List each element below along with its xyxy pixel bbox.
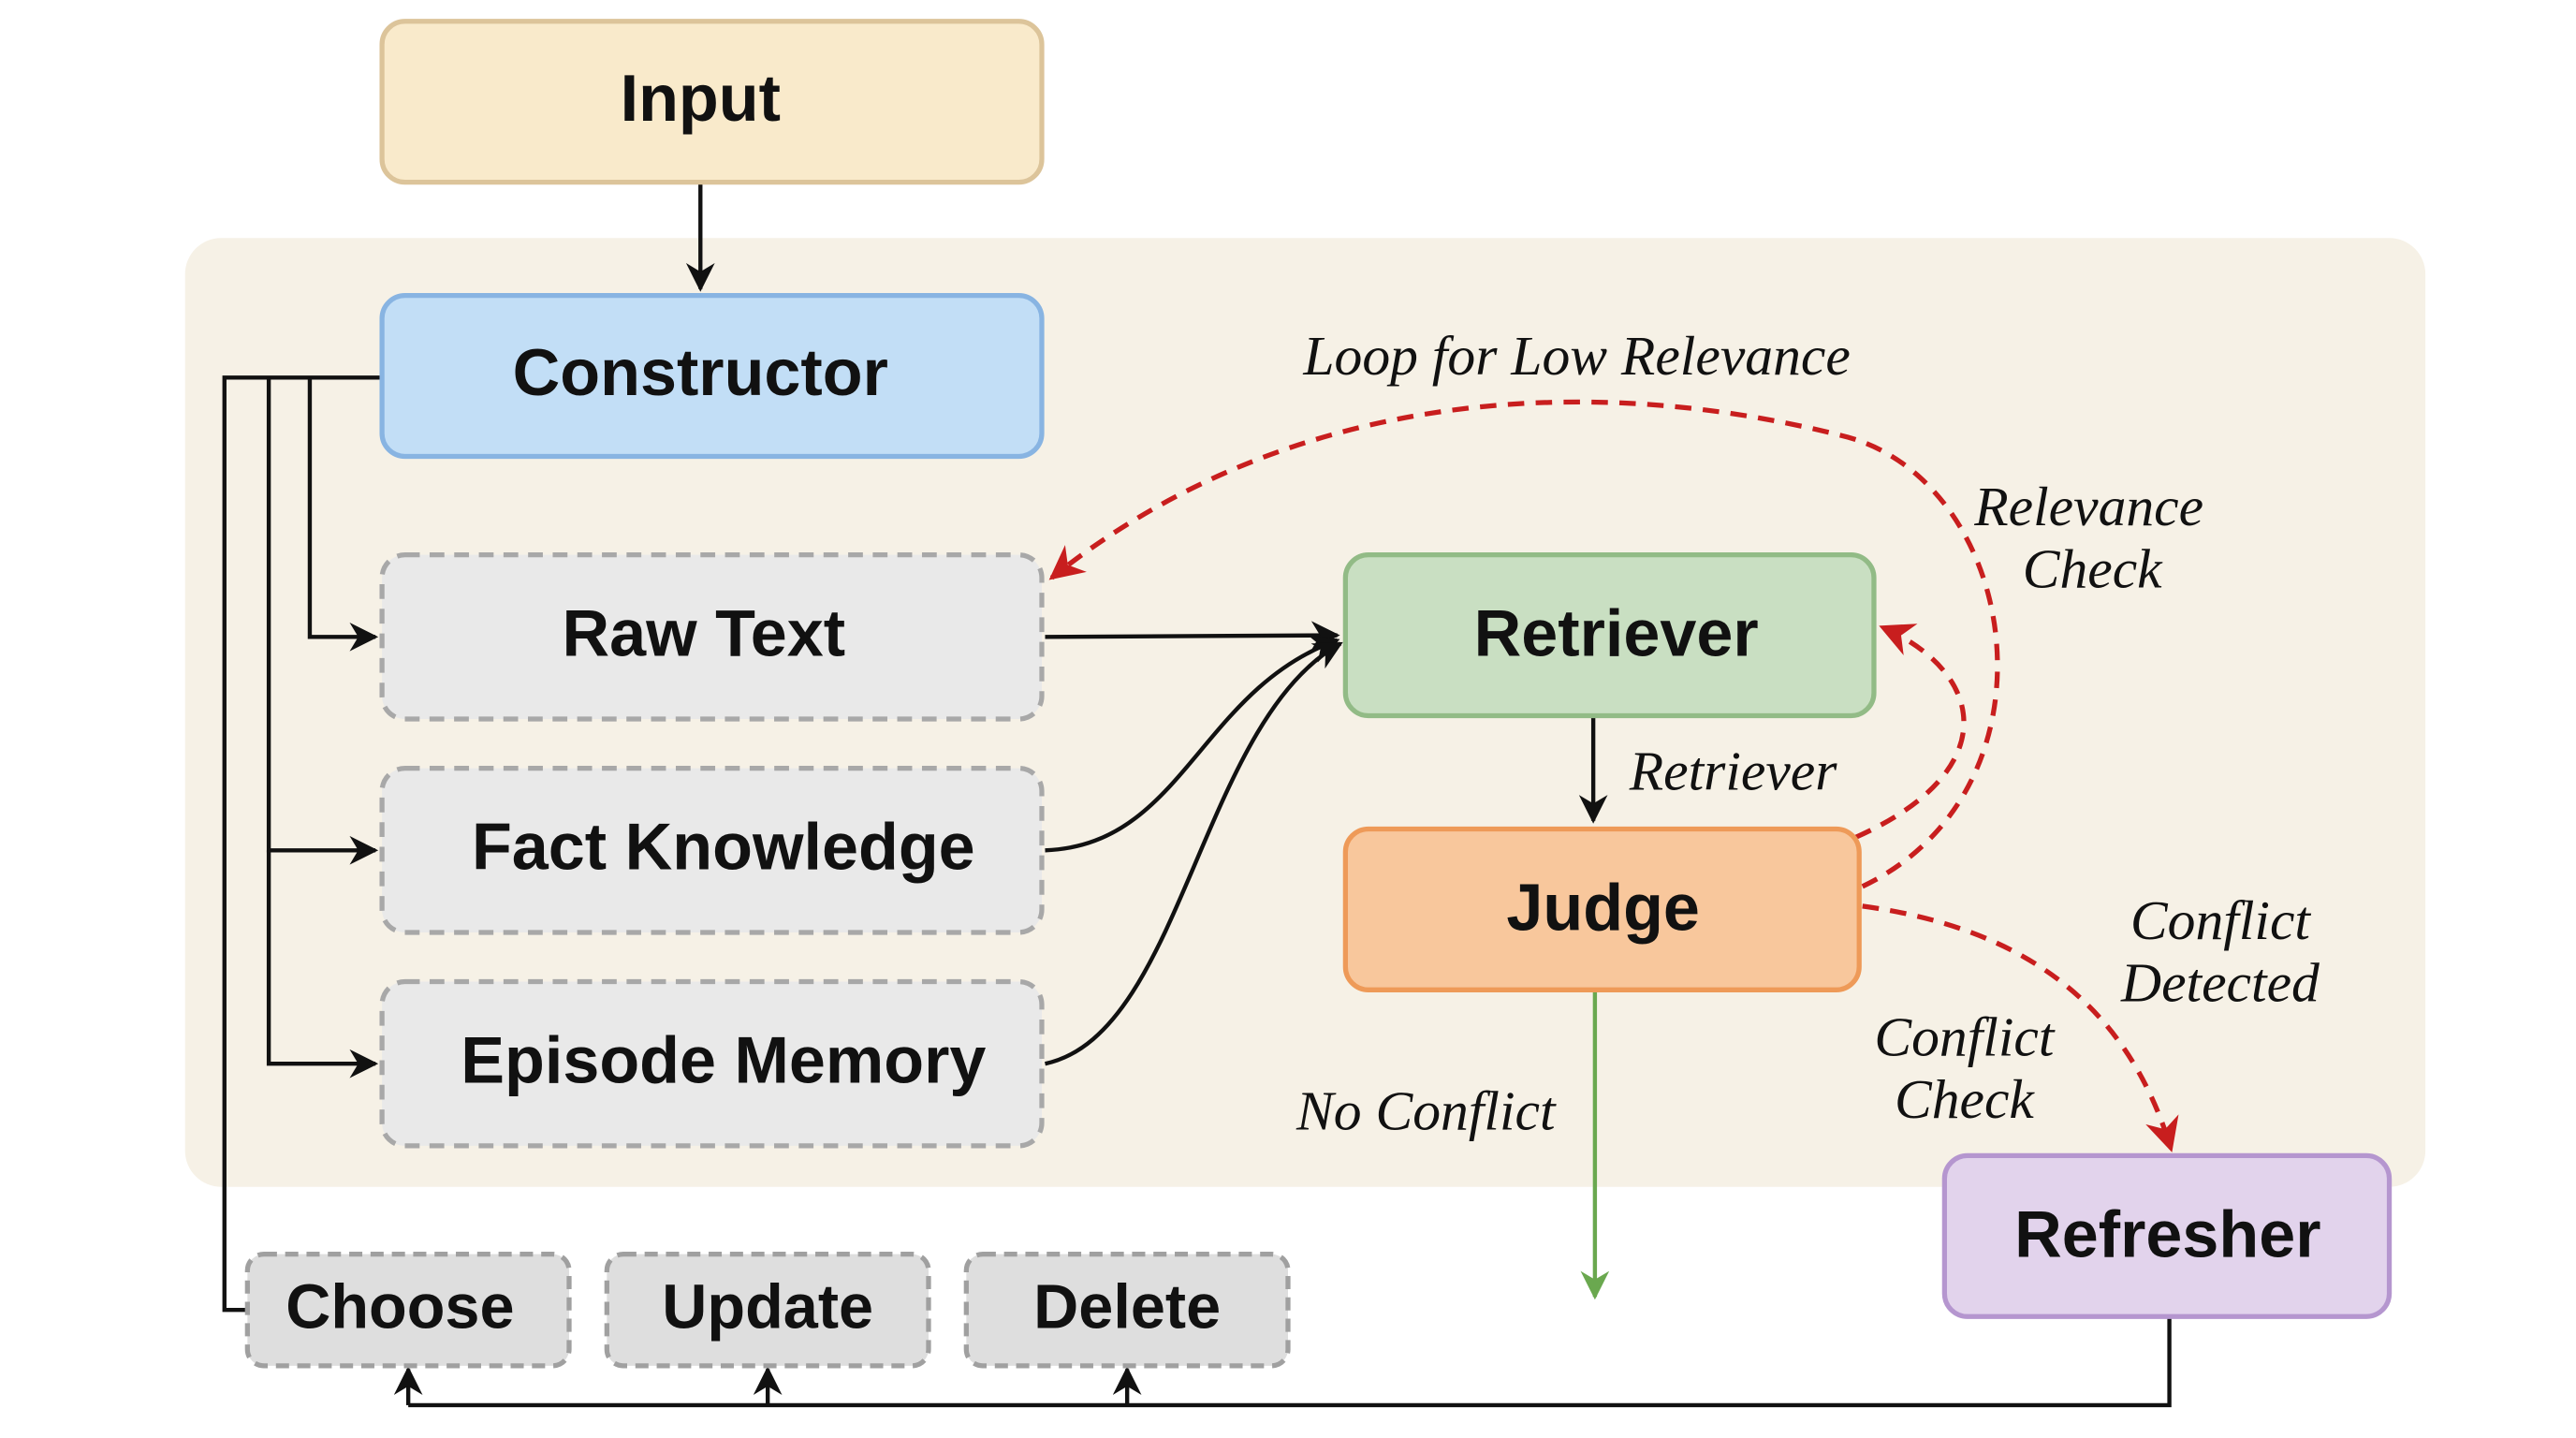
node-delete[interactable]: Delete <box>963 1251 1291 1369</box>
node-box <box>244 1251 572 1369</box>
node-refresher-label: Refresher <box>2014 1197 2320 1270</box>
label-relevance-check-line2: Check <box>2023 538 2163 600</box>
node-input-label: Input <box>621 62 781 135</box>
edge-raw-text-retriever <box>1045 621 1340 651</box>
label-conflict-check-line2: Check <box>1895 1068 2035 1130</box>
node-box <box>379 978 1045 1149</box>
node-box <box>1342 826 1862 992</box>
node-delete-label: Delete <box>1033 1273 1221 1343</box>
node-retriever[interactable]: Retriever <box>1342 552 1877 719</box>
label-conflict-check-line1: Conflict <box>1874 1005 2056 1067</box>
node-raw-text[interactable]: Raw Text <box>379 552 1045 722</box>
label-conflict-detected-line2: Detected <box>2120 952 2320 1014</box>
edges <box>222 183 2179 1408</box>
node-fact-knowledge-label: Fact Knowledge <box>472 811 975 884</box>
node-judge[interactable]: Judge <box>1342 826 1862 992</box>
node-refresher[interactable]: Refresher <box>1941 1152 2393 1319</box>
edge-refresher-bus <box>408 1318 2172 1408</box>
node-box <box>379 292 1045 460</box>
node-constructor-label: Constructor <box>513 336 888 409</box>
node-box <box>1941 1152 2393 1319</box>
memory-system-panel <box>184 238 2426 1187</box>
label-retriever-edge: Retriever <box>1629 740 1838 801</box>
label-loop-low-relevance: Loop for Low Relevance <box>1302 325 1850 387</box>
node-input[interactable]: Input <box>379 19 1045 185</box>
label-no-conflict: No Conflict <box>1295 1079 1557 1141</box>
node-box <box>1342 552 1877 719</box>
node-raw-text-label: Raw Text <box>562 597 845 670</box>
node-box <box>379 19 1045 185</box>
node-fact-knowledge[interactable]: Fact Knowledge <box>379 765 1045 935</box>
node-update-label: Update <box>662 1273 873 1343</box>
node-box <box>963 1251 1291 1369</box>
node-box <box>379 552 1045 722</box>
edge-judge-raw-text-loop <box>1048 399 2000 889</box>
node-retriever-label: Retriever <box>1474 597 1759 670</box>
node-constructor[interactable]: Constructor <box>379 292 1045 460</box>
node-judge-label: Judge <box>1506 871 1700 944</box>
edge-constructor-raw-text <box>307 377 379 652</box>
edge-constructor-episode-memory <box>266 850 379 1078</box>
edge-fact-knowledge-retriever <box>1045 635 1340 853</box>
node-episode-memory-label: Episode Memory <box>461 1024 986 1097</box>
edge-judge-refresher-conflict <box>1862 903 2179 1152</box>
node-update[interactable]: Update <box>604 1251 931 1369</box>
edge-judge-retriever-relevance <box>1854 624 1967 840</box>
node-box <box>379 765 1045 935</box>
edge-episode-memory-retriever <box>1045 641 1343 1066</box>
node-box <box>604 1251 931 1369</box>
label-relevance-check-line1: Relevance <box>1973 476 2203 537</box>
node-episode-memory[interactable]: Episode Memory <box>379 978 1045 1149</box>
node-choose[interactable]: Choose <box>244 1251 572 1369</box>
node-choose-label: Choose <box>285 1273 514 1343</box>
label-conflict-detected-line1: Conflict <box>2130 889 2312 951</box>
edge-constructor-trunk <box>222 375 383 1313</box>
